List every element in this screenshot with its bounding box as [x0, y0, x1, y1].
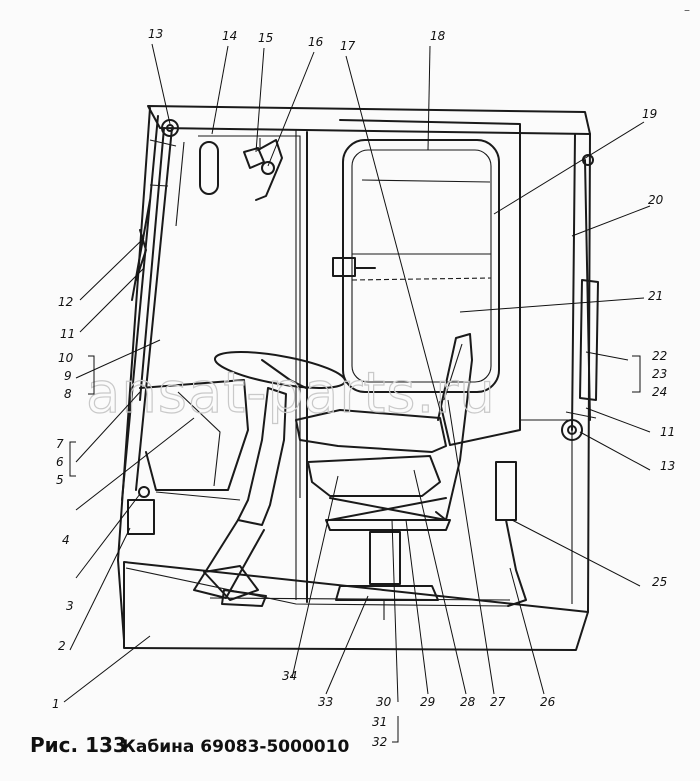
corner-mark: – — [684, 3, 690, 17]
callout-23: 23 — [652, 367, 667, 381]
callout-19: 19 — [642, 107, 657, 121]
dashboard — [127, 379, 249, 535]
callout-33: 33 — [318, 695, 333, 709]
rear-box — [495, 461, 527, 607]
callout-25: 25 — [652, 575, 667, 589]
callout-13: 13 — [148, 27, 163, 41]
callout-27: 27 — [490, 695, 506, 709]
seat — [295, 333, 473, 620]
callout-29: 29 — [420, 695, 435, 709]
callout-11: 11 — [660, 425, 675, 439]
callout-15: 15 — [258, 31, 273, 45]
callout-31: 31 — [372, 715, 387, 729]
callout-30: 30 — [376, 695, 392, 709]
callout-2: 2 — [58, 639, 66, 653]
callout-4: 4 — [62, 533, 70, 547]
callout-7: 7 — [56, 437, 64, 451]
watermark: ansat-parts.ru — [86, 361, 496, 426]
callout-13: 13 — [660, 459, 675, 473]
callout-9: 9 — [64, 369, 72, 383]
callout-34: 34 — [282, 669, 297, 683]
rear-wiper — [561, 154, 599, 441]
callout-12: 12 — [58, 295, 73, 309]
callout-17: 17 — [340, 39, 356, 53]
cab-fan — [243, 138, 283, 201]
callout-26: 26 — [540, 695, 556, 709]
callout-18: 18 — [430, 29, 446, 43]
callout-32: 32 — [372, 735, 387, 749]
callout-5: 5 — [56, 473, 64, 487]
callout-3: 3 — [66, 599, 74, 613]
callout-16: 16 — [308, 35, 324, 49]
callout-6: 6 — [56, 455, 64, 469]
callout-28: 28 — [460, 695, 476, 709]
callout-20: 20 — [648, 193, 664, 207]
callout-21: 21 — [648, 289, 663, 303]
steering — [193, 351, 347, 607]
callout-22: 22 — [652, 349, 667, 363]
leader-lines — [63, 43, 651, 743]
figure-title: Кабина 69083-5000010 — [122, 737, 349, 757]
callout-1: 1 — [52, 697, 60, 711]
callout-8: 8 — [64, 387, 72, 401]
callout-14: 14 — [222, 29, 237, 43]
callout-10: 10 — [58, 351, 74, 365]
windshield-wiper — [121, 115, 179, 501]
cabin-body — [117, 105, 591, 651]
callout-11: 11 — [60, 327, 75, 341]
figure-number: Рис. 133 — [30, 733, 127, 757]
callout-24: 24 — [652, 385, 667, 399]
figure-caption: Рис. 133 Кабина 69083-5000010 — [30, 733, 349, 757]
